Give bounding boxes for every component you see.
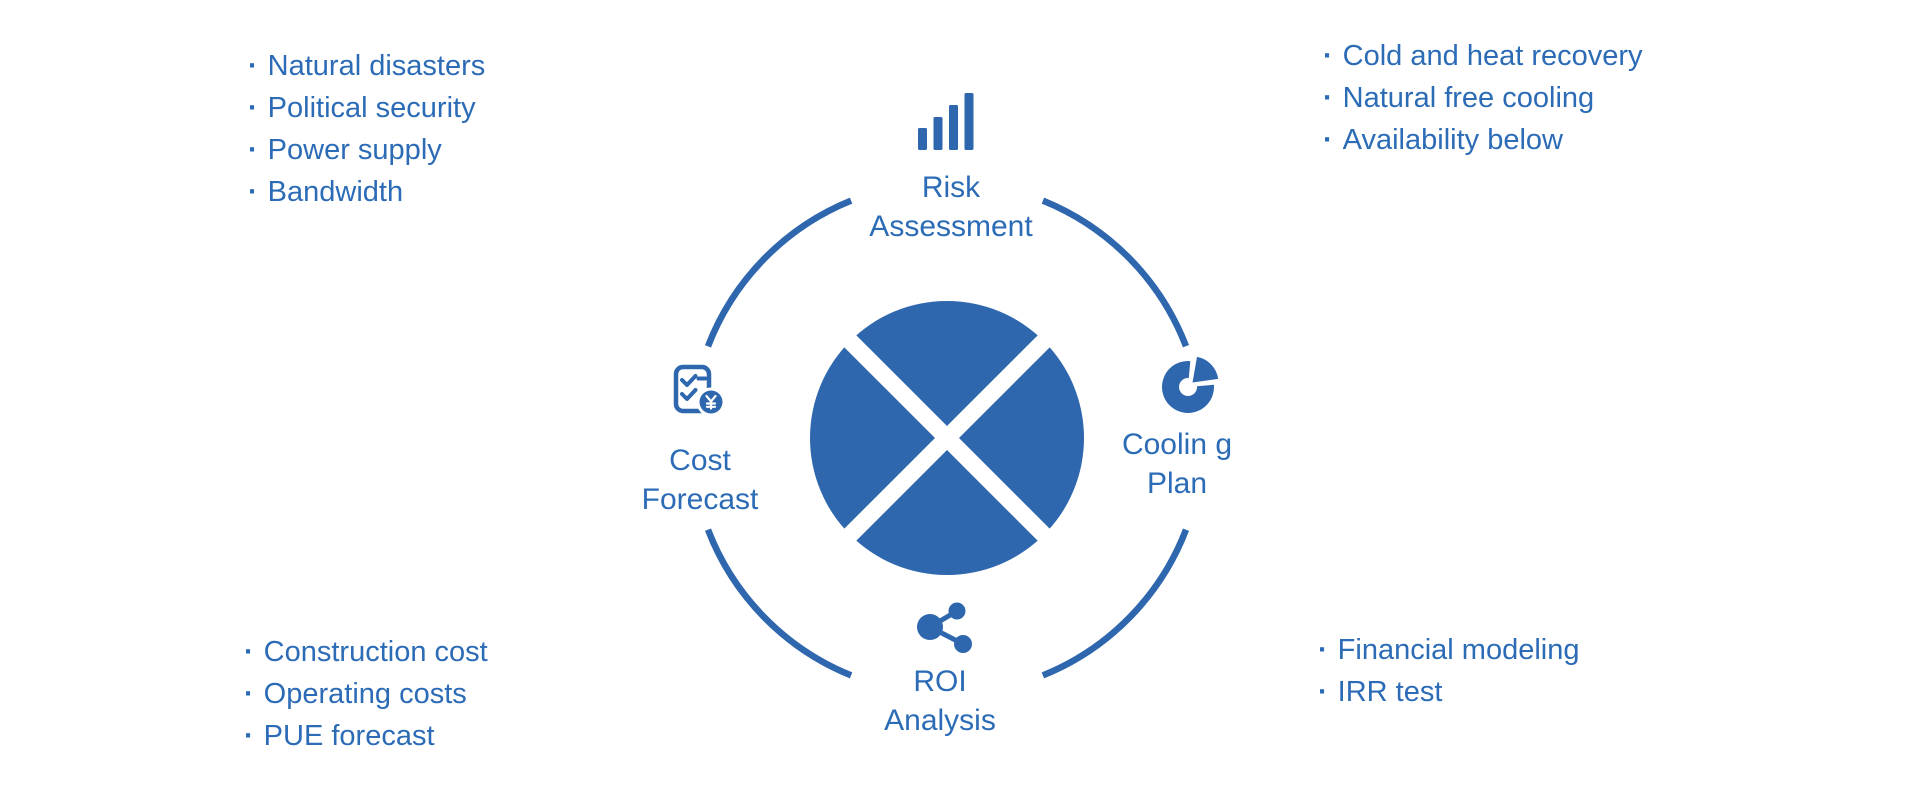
node-label-line: Analysis (884, 704, 996, 737)
node-label-line: Plan (1146, 467, 1208, 500)
list-item-text: PUE forecast (263, 720, 435, 752)
node-label-line: Coolin g (1121, 428, 1233, 461)
list-bottom-right: · Financial modeling · IRR test (1318, 629, 1579, 713)
donut-body (1162, 360, 1215, 413)
list-item: · PUE forecast (244, 715, 488, 757)
list-item-text: Operating costs (263, 678, 467, 710)
divider-stripe (824, 315, 1070, 561)
arc-top-left (704, 197, 853, 348)
arc-top-right (1041, 197, 1190, 348)
list-item: · Natural free cooling (1323, 77, 1643, 119)
list-item: · Construction cost (244, 631, 488, 673)
arc-bottom-right (1041, 528, 1190, 679)
list-bottom-left: · Construction cost · Operating costs · … (244, 631, 488, 757)
center-divided-circle (810, 301, 1084, 575)
bullet-glyph: · (1318, 634, 1328, 666)
list-item: · Financial modeling (1318, 629, 1579, 671)
list-item: · Power supply (248, 129, 485, 171)
node-label-line: Forecast (641, 483, 759, 516)
checklist-currency-icon (673, 364, 726, 417)
node-cost-forecast: Cost Forecast (642, 441, 759, 519)
list-item: · Availability below (1323, 119, 1643, 161)
list-item-text: Political security (267, 92, 476, 124)
bullet-glyph: · (1323, 40, 1333, 72)
node-label-line: Risk (921, 171, 981, 204)
share-nodes-icon (917, 602, 972, 653)
bullet-glyph: · (248, 50, 258, 82)
bullet-glyph: · (1323, 124, 1333, 156)
node-cooling-plan: Coolin g Plan (1122, 425, 1232, 503)
bullet-glyph: · (248, 176, 258, 208)
node-label-line: ROI (913, 665, 967, 698)
list-item: · Natural disasters (248, 45, 485, 87)
list-item: · Cold and heat recovery (1323, 35, 1643, 77)
list-item: · IRR test (1318, 671, 1579, 713)
bullet-glyph: · (1323, 82, 1333, 114)
list-item-text: Availability below (1342, 124, 1563, 156)
list-item: · Operating costs (244, 673, 488, 715)
list-item-text: Financial modeling (1337, 634, 1580, 666)
bullet-glyph: · (248, 92, 258, 124)
node-risk-assessment: Risk Assessment (869, 168, 1032, 246)
arc-bottom-left (704, 528, 853, 679)
donut-detached-slice (1192, 356, 1219, 383)
node-roi-analysis: ROI Analysis (884, 662, 996, 740)
list-item-text: IRR test (1337, 676, 1443, 708)
list-item-text: Construction cost (263, 636, 488, 668)
bar-chart-icon (918, 93, 974, 150)
bullet-glyph: · (248, 134, 258, 166)
node-label-line: Assessment (869, 210, 1033, 243)
list-item: · Political security (248, 87, 485, 129)
list-item-text: Cold and heat recovery (1342, 40, 1643, 72)
bullet-glyph: · (244, 720, 254, 752)
bullet-glyph: · (1318, 676, 1328, 708)
node-label-line: Cost (669, 444, 731, 477)
list-top-left: · Natural disasters · Political security… (248, 45, 485, 213)
bullet-glyph: · (244, 678, 254, 710)
list-top-right: · Cold and heat recovery · Natural free … (1323, 35, 1643, 161)
cycle-ring-arcs (704, 197, 1190, 679)
bullet-glyph: · (244, 636, 254, 668)
list-item-text: Natural free cooling (1342, 82, 1595, 114)
donut-chart-icon (1162, 356, 1219, 413)
list-item: · Bandwidth (248, 171, 485, 213)
yen-glyph (705, 394, 717, 410)
list-item-text: Natural disasters (267, 50, 486, 82)
list-item-text: Bandwidth (267, 176, 404, 208)
list-item-text: Power supply (267, 134, 442, 166)
